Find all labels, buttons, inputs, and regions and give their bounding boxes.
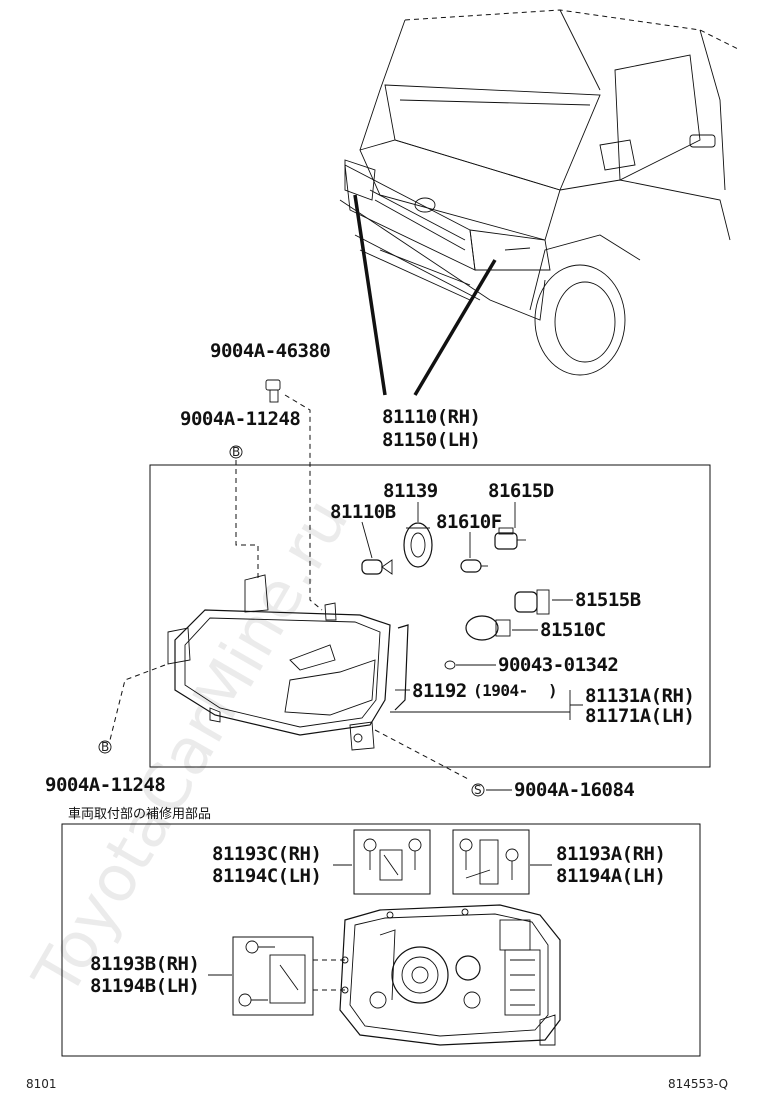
vehicle-illustration [339,9,741,396]
svg-text:B: B [232,445,240,459]
bulb-81110B-icon [361,559,393,575]
headlamp-rh-label: 81110(RH) [382,406,480,428]
kit-c-rh-label: 81193C(RH) [212,843,321,865]
assy-lh-label: 81171A(LH) [585,705,694,727]
headlamp-unit-drawing [167,574,391,751]
screw-upper-label: 9004A-11248 [180,408,300,430]
screw-upper-marker-icon: B [229,445,243,459]
bulb-81510C-icon [465,615,511,641]
repair-kit-c-icon [353,829,431,895]
screw-right-marker-icon: S [471,783,485,797]
kit-a-lh-label: 81194A(LH) [556,865,665,887]
svg-text:S: S [474,783,482,797]
svg-text:B: B [101,740,109,754]
assy-rh-label: 81131A(RH) [585,685,694,707]
clip-icon [265,379,281,403]
diagram-ref: 814553-Q [668,1077,728,1091]
bulb-81610F-icon [460,559,488,573]
seal-81192-date-end: ) [548,681,557,700]
bulb-81139-label: 81139 [383,480,438,502]
watermark: ToyotaCarMine.ru [19,487,363,1009]
bulb-81110B-label: 81110B [330,501,396,523]
screw-right-label: 9004A-16084 [514,779,634,801]
kit-c-lh-label: 81194C(LH) [212,865,321,887]
seal-81192-icon [394,624,409,711]
repair-kit-a-icon [452,829,530,895]
page-number: 8101 [26,1077,57,1091]
repair-note: 車両取付部の補修用部品 [68,807,211,822]
oring-icon [444,660,456,670]
socket-81615D-icon [494,527,526,550]
bulb-81510C-label: 81510C [540,619,606,641]
bulb-socket-81139-icon [403,522,433,568]
socket-81515B-label: 81515B [575,589,641,611]
clip-top-label: 9004A-46380 [210,340,330,362]
socket-81615D-label: 81615D [488,480,554,502]
headlamp-lh-label: 81150(LH) [382,429,480,451]
repair-parts-box [61,823,701,1057]
kit-b-lh-label: 81194B(LH) [90,975,199,997]
repair-kit-b-icon [232,936,314,1016]
bulb-81610F-label: 81610F [436,511,502,533]
kit-a-rh-label: 81193A(RH) [556,843,665,865]
socket-81515B-icon [514,589,550,615]
screw-lower-marker-icon: B [98,740,112,754]
screw-lower-label: 9004A-11248 [45,774,165,796]
headlamp-parts-box [149,464,711,768]
seal-81192-date: (1904- [473,681,528,700]
seal-81192-label: 81192 [412,680,467,702]
oring-90043-label: 90043-01342 [498,654,618,676]
kit-b-rh-label: 81193B(RH) [90,953,199,975]
headlamp-rear-drawing [339,904,561,1046]
